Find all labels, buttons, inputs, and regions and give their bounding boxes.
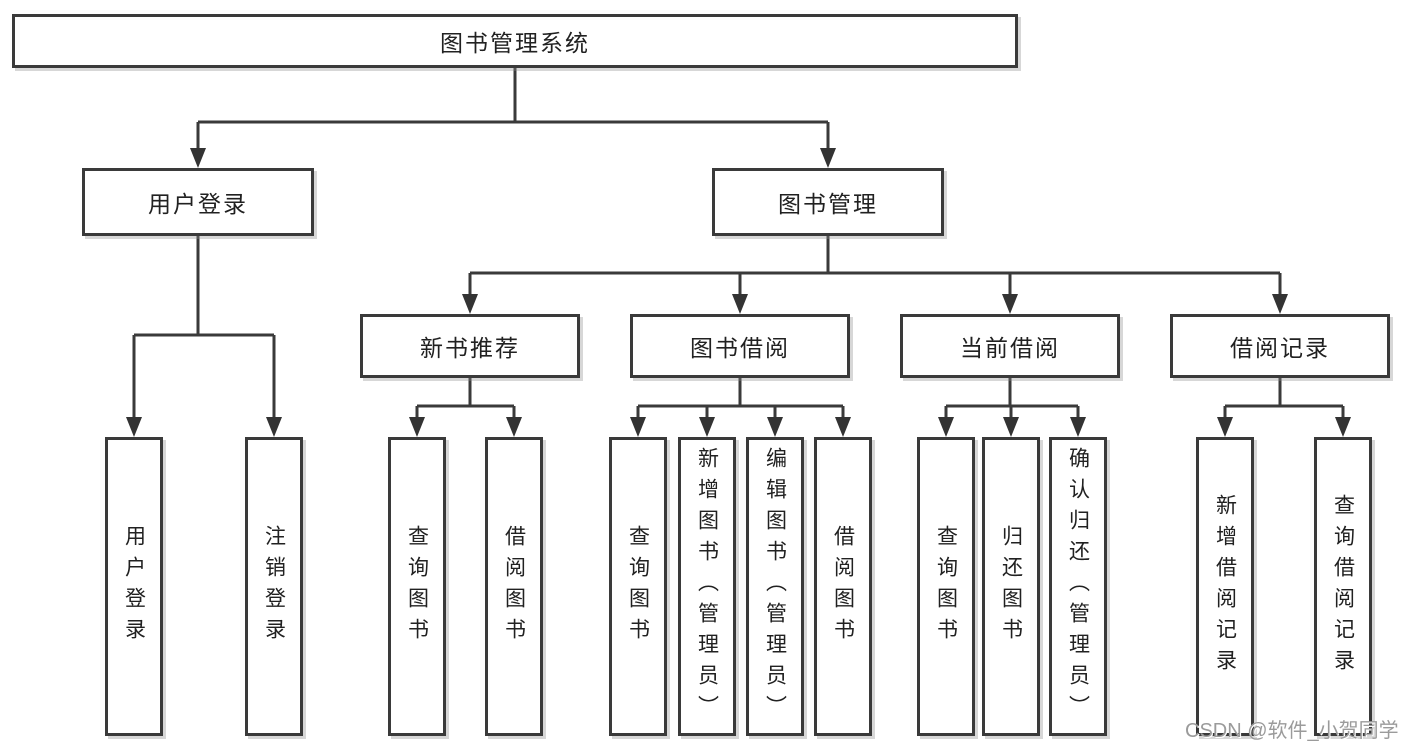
arrowhead-icon [732,294,748,314]
leaf-br-query-record-label: 查询借阅记录 [1331,493,1355,680]
leaf-nbr-borrow-books-label: 借阅图书 [502,524,526,649]
leaf-cb-confirm-return-admin: 确认归还（管理员） [1049,437,1107,736]
leaf-cb-confirm-return-admin-label: 确认归还（管理员） [1066,447,1090,726]
arrowhead-icon [938,417,954,437]
node-book-mgmt-label: 图书管理 [778,191,878,217]
arrowhead-icon [1335,417,1351,437]
node-book-mgmt: 图书管理 [712,168,944,236]
leaf-br-query-record: 查询借阅记录 [1314,437,1372,736]
connector-path [132,68,1345,417]
leaf-cb-return-books: 归还图书 [982,437,1040,736]
leaf-br-add-record: 新增借阅记录 [1196,437,1254,736]
leaf-nbr-borrow-books: 借阅图书 [485,437,543,736]
leaf-br-add-record-label: 新增借阅记录 [1213,493,1237,680]
leaf-logout-login: 注销登录 [245,437,303,736]
leaf-nbr-query-books-label: 查询图书 [405,524,429,649]
leaf-bb-borrow-books: 借阅图书 [814,437,872,736]
arrowhead-icon [1002,294,1018,314]
leaf-bb-add-books-admin: 新增图书（管理员） [678,437,736,736]
arrowhead-icon [699,417,715,437]
arrowhead-icon [266,417,282,437]
leaf-bb-add-books-admin-label: 新增图书（管理员） [695,447,719,726]
leaf-cb-query-books: 查询图书 [917,437,975,736]
arrowhead-icon [835,417,851,437]
leaf-cb-return-books-label: 归还图书 [999,524,1023,649]
node-current-borrow: 当前借阅 [900,314,1120,378]
leaf-bb-query-books-label: 查询图书 [626,524,650,649]
arrowhead-icon [1272,294,1288,314]
leaf-bb-borrow-books-label: 借阅图书 [831,524,855,649]
node-root: 图书管理系统 [12,14,1018,68]
csdn-watermark: CSDN @软件_小贺同学 [1185,720,1399,742]
arrowhead-icon [409,417,425,437]
leaf-bb-edit-books-admin: 编辑图书（管理员） [746,437,804,736]
node-user-login-label: 用户登录 [148,191,248,217]
node-borrow-records: 借阅记录 [1170,314,1390,378]
leaf-bb-edit-books-admin-label: 编辑图书（管理员） [763,447,787,726]
node-root-label: 图书管理系统 [440,30,590,56]
arrowhead-icon [190,148,206,168]
node-current-borrow-label: 当前借阅 [960,335,1060,361]
leaf-user-login-label: 用户登录 [122,524,146,649]
leaf-logout-login-label: 注销登录 [262,524,286,649]
arrowhead-icon [462,294,478,314]
arrowhead-icon [630,417,646,437]
arrowhead-icon [126,417,142,437]
node-user-login: 用户登录 [82,168,314,236]
node-new-book-recommend-label: 新书推荐 [420,335,520,361]
arrowhead-icon [1003,417,1019,437]
node-book-borrow-label: 图书借阅 [690,335,790,361]
leaf-bb-query-books: 查询图书 [609,437,667,736]
node-book-borrow: 图书借阅 [630,314,850,378]
arrowhead-icon [506,417,522,437]
arrowhead-icon [820,148,836,168]
leaf-user-login: 用户登录 [105,437,163,736]
node-borrow-records-label: 借阅记录 [1230,335,1330,361]
arrowhead-icon [1070,417,1086,437]
leaf-nbr-query-books: 查询图书 [388,437,446,736]
arrowhead-icon [1217,417,1233,437]
leaf-cb-query-books-label: 查询图书 [934,524,958,649]
node-new-book-recommend: 新书推荐 [360,314,580,378]
arrowhead-icon [767,417,783,437]
